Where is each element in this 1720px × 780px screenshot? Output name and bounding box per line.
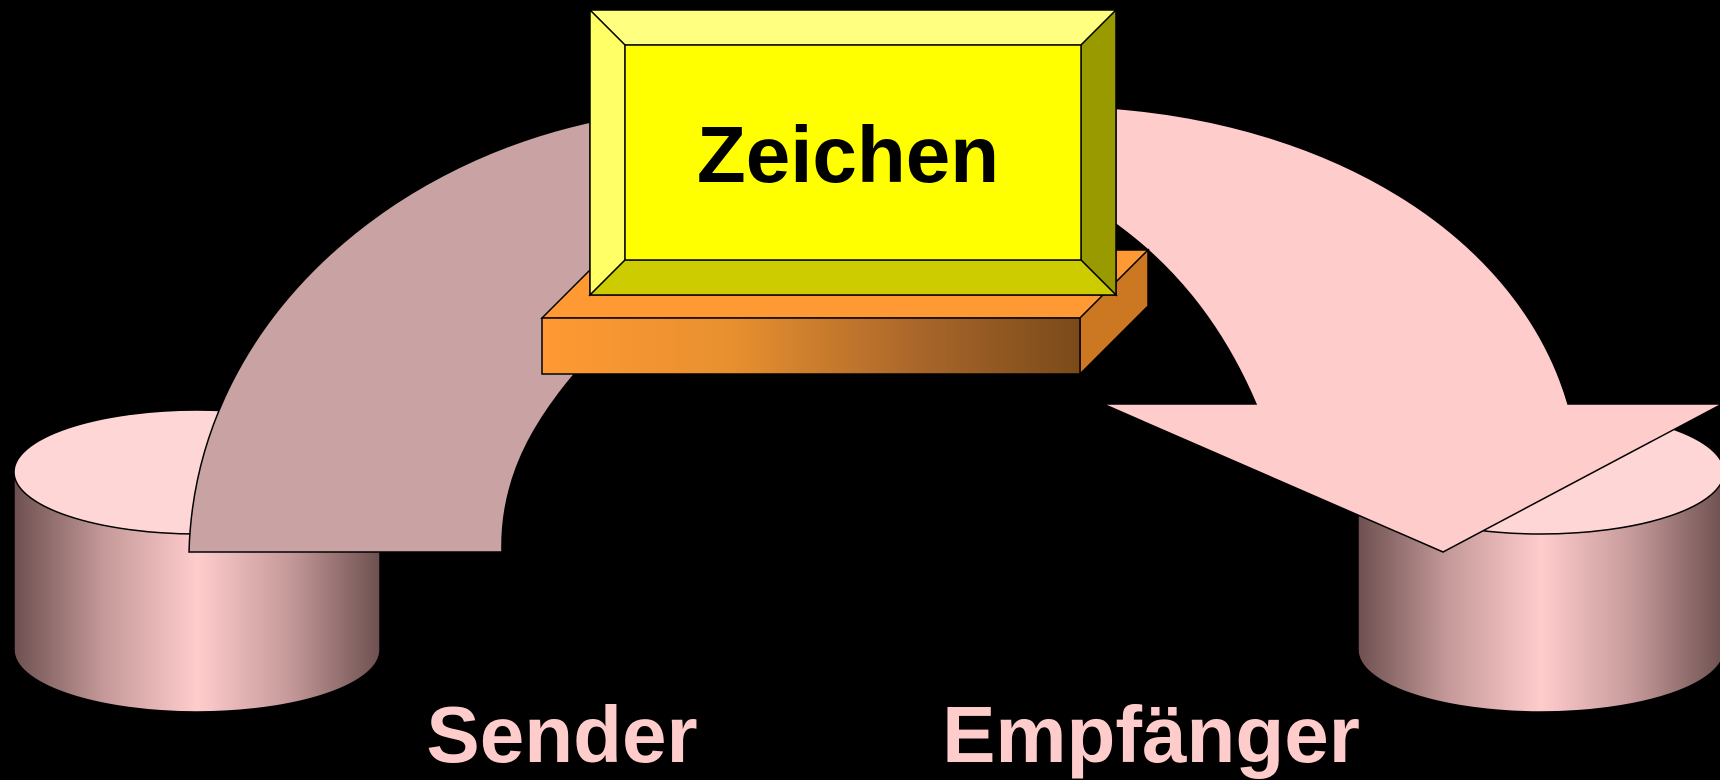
sign-label: Zeichen: [697, 110, 999, 199]
sender-arrow: [188, 119, 601, 553]
sign-box: Zeichen: [588, 8, 1118, 297]
receiver-label: Empfänger: [942, 690, 1360, 779]
sender-label: Sender: [426, 690, 697, 779]
receiver-arrow: [1102, 107, 1720, 553]
